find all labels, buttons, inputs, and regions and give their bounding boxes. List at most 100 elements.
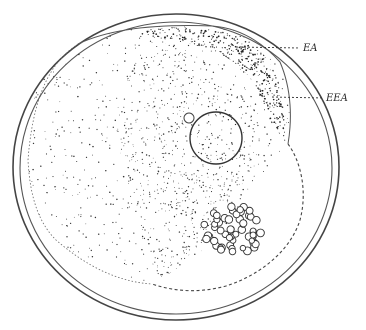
stipple-dot xyxy=(125,53,126,54)
stipple-dot xyxy=(265,227,266,228)
stipple-dot xyxy=(248,40,249,41)
stipple-dot xyxy=(144,62,145,63)
stipple-dot xyxy=(198,126,199,127)
stipple-dot xyxy=(200,108,202,110)
stipple-dot xyxy=(132,157,133,158)
stipple-dot xyxy=(236,73,238,75)
stipple-dot xyxy=(244,107,245,108)
stipple-dot xyxy=(208,84,210,86)
stipple-dot xyxy=(231,44,232,45)
stipple-dot xyxy=(151,111,152,112)
stipple-dot xyxy=(226,83,227,84)
stipple-dot xyxy=(36,92,37,93)
stipple-dot xyxy=(224,69,225,70)
stipple-dot xyxy=(197,49,198,50)
stipple-dot xyxy=(194,131,195,132)
stipple-dot xyxy=(224,131,225,132)
stipple-dot xyxy=(262,211,263,212)
stipple-dot xyxy=(161,124,162,125)
stipple-dot xyxy=(259,105,260,106)
stipple-dot xyxy=(264,216,265,217)
stipple-dot xyxy=(224,100,225,101)
stipple-dot xyxy=(59,101,60,102)
stipple-dot xyxy=(264,66,265,67)
stipple-dot xyxy=(175,146,176,147)
stipple-dot xyxy=(285,263,286,264)
stipple-dot xyxy=(206,44,207,45)
stipple-dot xyxy=(147,32,148,33)
stipple-dot xyxy=(145,124,146,125)
stipple-dot xyxy=(166,57,168,59)
stipple-dot xyxy=(131,110,132,111)
stipple-dot xyxy=(106,204,107,205)
stipple-dot xyxy=(177,64,178,65)
stipple-dot xyxy=(185,79,187,81)
stipple-dot xyxy=(179,205,180,206)
stipple-dot xyxy=(261,61,262,62)
stipple-dot xyxy=(177,108,178,109)
stipple-dot xyxy=(197,134,198,135)
stipple-dot xyxy=(287,115,289,117)
stipple-dot xyxy=(214,80,215,81)
stipple-dot xyxy=(200,32,201,33)
stipple-dot xyxy=(280,105,282,107)
stipple-dot xyxy=(209,94,210,95)
stipple-dot xyxy=(158,90,159,91)
stipple-dot xyxy=(265,180,266,181)
stipple-dot xyxy=(156,128,157,129)
stipple-dot xyxy=(249,109,251,111)
stipple-dot xyxy=(230,62,231,63)
stipple-dot xyxy=(252,93,254,95)
stipple-dot xyxy=(191,82,192,83)
stipple-dot xyxy=(244,163,245,164)
stipple-dot xyxy=(235,63,236,64)
stipple-dot xyxy=(203,190,204,191)
stipple-dot xyxy=(156,75,157,76)
stipple-dot xyxy=(246,67,247,68)
stipple-dot xyxy=(90,215,91,216)
stipple-dot xyxy=(278,82,280,84)
stipple-dot xyxy=(267,81,269,83)
stipple-dot xyxy=(187,67,189,69)
stipple-dot xyxy=(196,62,197,63)
stipple-dot xyxy=(149,51,150,52)
stipple-dot xyxy=(185,230,186,231)
stipple-dot xyxy=(155,198,156,199)
stipple-dot xyxy=(198,74,199,75)
stipple-dot xyxy=(182,84,183,85)
stipple-dot xyxy=(166,136,168,138)
stipple-dot xyxy=(262,48,264,50)
stipple-dot xyxy=(227,63,229,65)
stipple-dot xyxy=(223,153,224,154)
stipple-dot xyxy=(242,239,243,240)
stipple-dot xyxy=(154,56,155,57)
stipple-dot xyxy=(189,128,191,130)
stipple-dot xyxy=(166,104,167,105)
stipple-dot xyxy=(109,145,110,146)
stipple-dot xyxy=(159,76,161,78)
stipple-dot xyxy=(144,219,145,220)
stipple-dot xyxy=(250,118,252,120)
stipple-dot xyxy=(141,87,142,88)
stipple-dot xyxy=(257,122,258,123)
stipple-dot xyxy=(214,282,215,283)
stipple-dot xyxy=(228,83,230,85)
stipple-dot xyxy=(239,65,240,66)
stipple-dot xyxy=(125,260,126,261)
stipple-dot xyxy=(219,66,221,68)
stipple-dot xyxy=(281,113,282,114)
stipple-dot xyxy=(199,278,200,279)
stipple-dot xyxy=(131,54,132,55)
stipple-dot xyxy=(221,157,222,158)
stipple-dot xyxy=(272,34,273,35)
stipple-dot xyxy=(185,85,186,86)
stipple-dot xyxy=(282,44,283,45)
stipple-dot xyxy=(269,75,271,77)
stipple-dot xyxy=(188,133,189,134)
stipple-dot xyxy=(206,155,207,156)
stipple-dot xyxy=(220,53,221,54)
stipple-dot xyxy=(208,46,209,47)
stipple-dot xyxy=(165,24,167,26)
stipple-dot xyxy=(266,55,267,56)
stipple-dot xyxy=(35,240,36,241)
